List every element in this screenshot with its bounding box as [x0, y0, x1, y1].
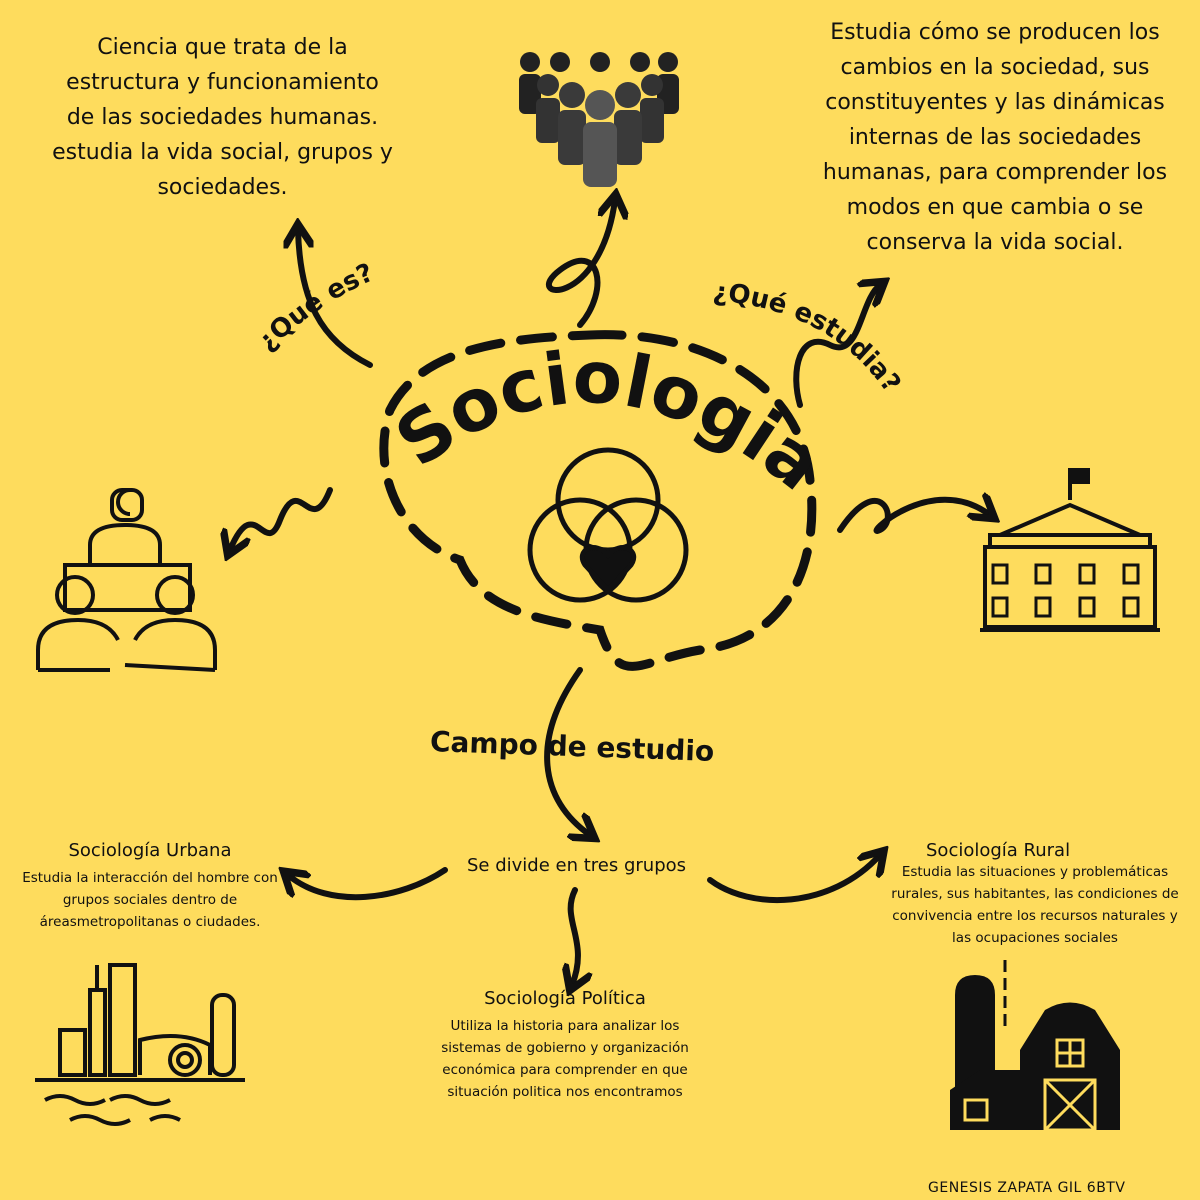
arrow-to-estudia [793, 285, 880, 408]
arrow-to-campo [544, 667, 590, 835]
branch-text: Estudia las situaciones y problemáticas … [891, 864, 1179, 946]
meeting-icon [36, 488, 217, 672]
branch-title: Sociología Política [484, 988, 646, 1009]
branch-text: Utiliza la historia para analizar los si… [441, 1018, 689, 1100]
arrow-to-rural [707, 855, 880, 903]
arrow-to-crowd [546, 200, 615, 328]
divide-text: Se divide en tres grupos [467, 855, 687, 876]
dashed-outline [379, 330, 817, 671]
city-skyline-icon [35, 963, 245, 1126]
branch-text: Estudia la interacción del hombre con gr… [22, 870, 278, 930]
que-estudia-text: Estudia cómo se producen los cambios en … [822, 20, 1168, 255]
que-es-text: Ciencia que trata de la estructura y fun… [52, 35, 393, 200]
barn-icon [950, 960, 1120, 1132]
branch-rural: Sociología Rural Estudia las situaciones… [890, 840, 1180, 949]
arrow-to-meeting [230, 487, 333, 550]
arrow-to-urbana [288, 870, 448, 901]
venn-hands-heart-icon [527, 447, 689, 603]
arrow-to-building [837, 500, 990, 534]
author-credit: GENESIS ZAPATA GIL 6BTV [928, 1180, 1126, 1196]
crowd-icon [519, 52, 679, 187]
branch-politica: Sociología Política Utiliza la historia … [430, 988, 700, 1103]
arrow-to-que-es [298, 230, 373, 368]
branch-urbana: Sociología Urbana Estudia la interacción… [20, 840, 280, 933]
branch-title: Sociología Urbana [68, 840, 232, 861]
arrow-to-politica [571, 887, 578, 985]
government-building-icon [980, 468, 1160, 632]
branch-title: Sociología Rural [926, 840, 1071, 861]
